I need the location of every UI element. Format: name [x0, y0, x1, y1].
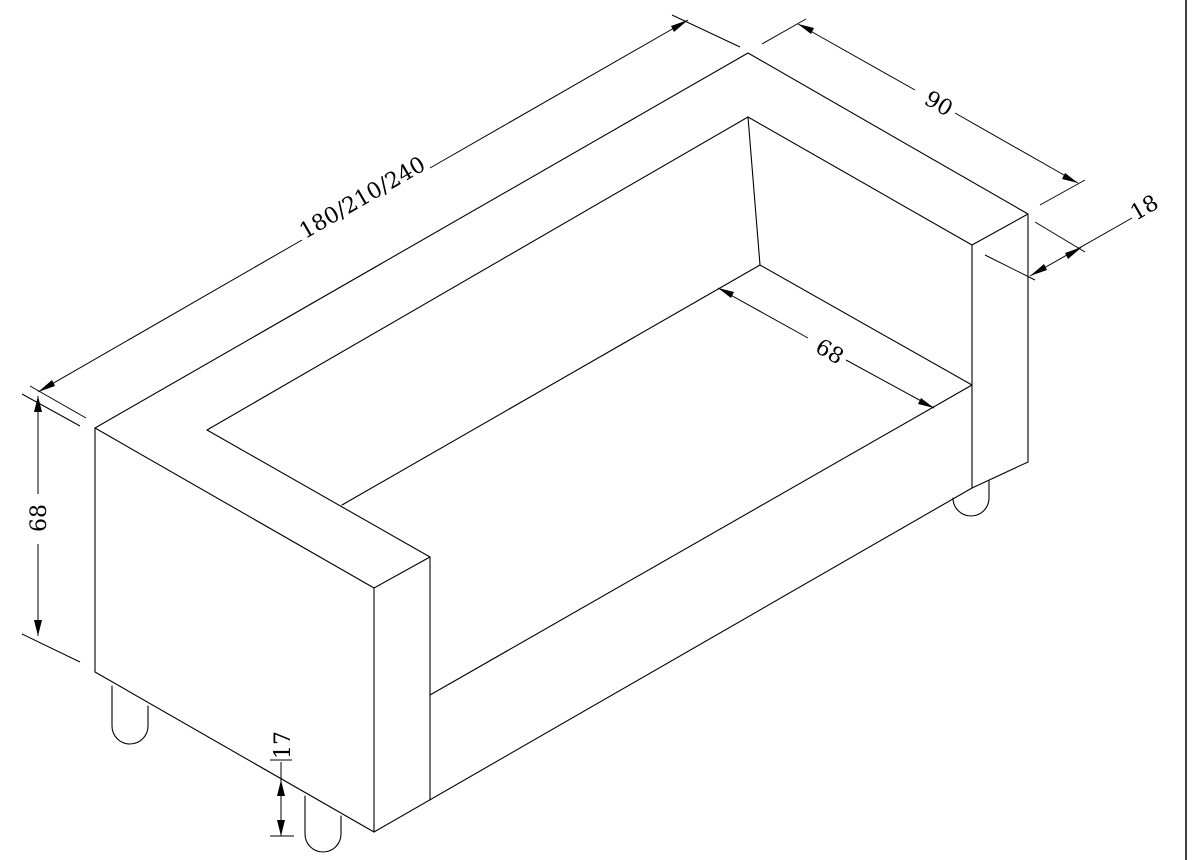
arrow-arm-left [1030, 264, 1047, 276]
dim-length-line-b [429, 19, 689, 169]
leg-front-left [304, 795, 342, 853]
back-inner-corner [747, 116, 761, 266]
arrow-seat-top [718, 288, 734, 298]
left-arm-outer-top [94, 427, 375, 589]
dim-height-label: 68 [27, 504, 52, 532]
left-arm-inner-top [206, 429, 431, 558]
dim-length-line-a [37, 239, 303, 393]
dim-depth-line-b [954, 112, 1079, 184]
ext-height-top [21, 393, 81, 427]
right-arm-top [971, 213, 1029, 463]
dim-depth-line-a [797, 23, 916, 91]
arrow-seat-bottom [918, 398, 934, 408]
seat-back-line [341, 264, 761, 506]
dim-depth-label: 90 [920, 87, 957, 123]
arrow-depth-left [798, 24, 814, 34]
arrow-arm-right [1065, 247, 1082, 259]
leg-front-right [952, 479, 990, 517]
arrow-depth-right [1062, 173, 1078, 183]
arrow-leg-top [277, 780, 285, 796]
ext-height-bottom [21, 633, 81, 663]
ext-depth-right [1039, 179, 1086, 206]
sofa-legs [111, 479, 990, 853]
dim-leg-label: 17 [271, 731, 296, 759]
seat-front-edge [429, 384, 973, 696]
ext-length-right [671, 14, 741, 48]
ext-arm-right [1034, 221, 1086, 253]
dim-seat-line-a [717, 287, 809, 339]
right-arm-bottom [971, 461, 1029, 489]
left-arm-front-top [373, 556, 431, 589]
dim-length-label: 180/210/240 [296, 152, 430, 244]
dim-seat-line-b [845, 359, 935, 409]
arrow-height-top [34, 396, 42, 412]
dimension-lines: 180/210/240 90 18 68 68 17 [21, 14, 1163, 837]
dim-seat-label: 68 [811, 335, 848, 371]
front-base-bottom [373, 487, 973, 833]
back-top-inner-edge [206, 116, 973, 431]
arrow-height-bottom [34, 620, 42, 636]
sofa-outline [94, 52, 1029, 833]
seat-right-line [759, 264, 973, 386]
left-side-bottom [94, 671, 375, 833]
ext-arm-left [984, 254, 1036, 281]
arrow-leg-bottom [277, 820, 285, 836]
dim-arm-label: 18 [1126, 191, 1163, 227]
dim-arm-line [1029, 217, 1133, 277]
arrow-length-left [38, 380, 55, 392]
leg-back-left [111, 685, 149, 745]
ext-depth-left [761, 18, 807, 45]
back-top-outer-edge [94, 52, 1029, 429]
arrow-length-right [671, 20, 688, 32]
